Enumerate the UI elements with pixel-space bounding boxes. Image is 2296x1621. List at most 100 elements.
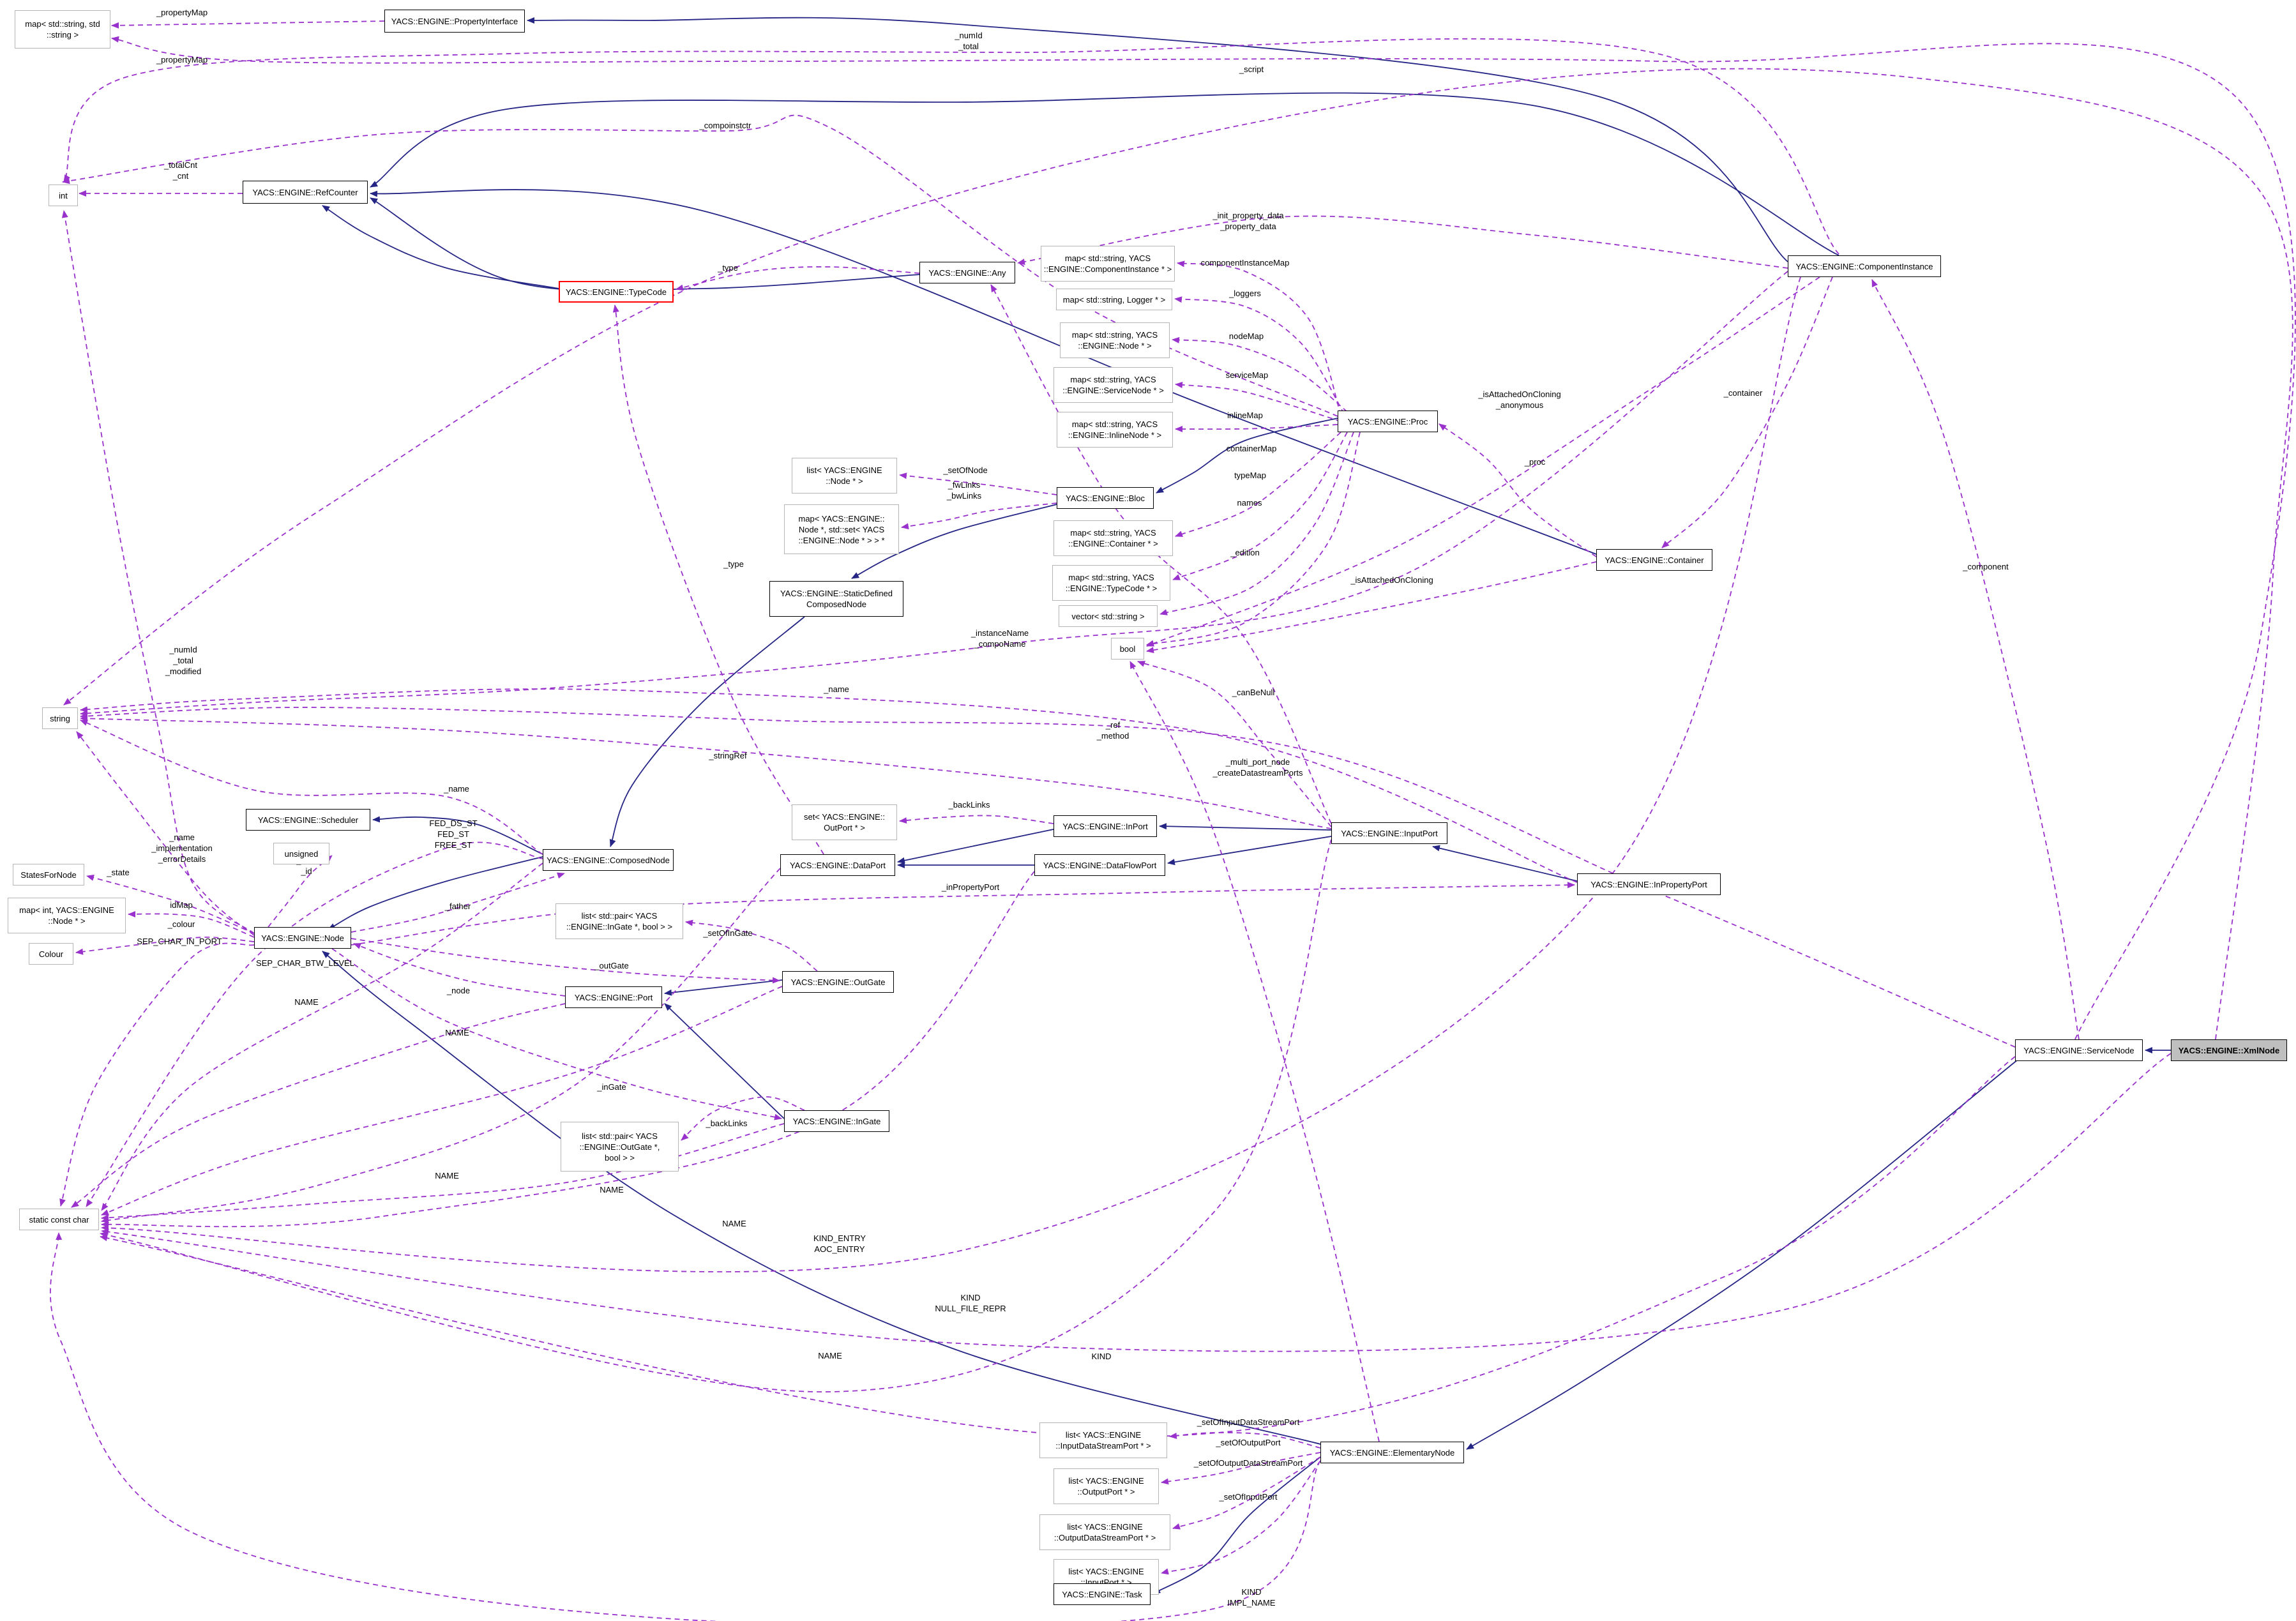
usage-edge <box>80 707 2016 1048</box>
usage-edge <box>681 1096 805 1141</box>
usage-edge <box>676 266 920 291</box>
edge-label: _loggers <box>1228 289 1261 298</box>
class-box-bool: bool <box>1111 638 1144 660</box>
inheritance-edge <box>527 17 1788 262</box>
class-box-unsigned: unsigned <box>273 843 329 864</box>
usage-edge <box>899 472 1057 495</box>
class-box-colour: Colour <box>29 943 73 965</box>
class-box-xmlnode[interactable]: YACS::ENGINE::XmlNode <box>2171 1039 2287 1061</box>
usage-edge <box>612 305 824 855</box>
class-box-sdcn[interactable]: YACS::ENGINE::StaticDefined ComposedNode <box>769 581 903 617</box>
edge-label: _node <box>446 986 470 995</box>
inheritance-edge <box>1466 1059 2018 1450</box>
usage-edge <box>62 114 1338 417</box>
class-box-map_inline: map< std::string, YACS ::ENGINE::InlineN… <box>1057 412 1173 448</box>
class-box-map_container: map< std::string, YACS ::ENGINE::Contain… <box>1054 520 1173 556</box>
edge-label: NAME <box>435 1171 459 1180</box>
class-box-proc[interactable]: YACS::ENGINE::Proc <box>1338 411 1438 432</box>
class-box-dataflowport[interactable]: YACS::ENGINE::DataFlowPort <box>1034 854 1165 876</box>
edge-label: _numId_total <box>954 31 982 51</box>
edge-label: inlineMap <box>1227 411 1263 420</box>
inheritance-edge <box>322 205 559 289</box>
usage-edge <box>1146 276 1820 647</box>
usage-edge <box>1129 661 1380 1442</box>
usage-edge <box>100 839 1332 1392</box>
class-box-set_outport: set< YACS::ENGINE:: OutPort * > <box>792 804 897 840</box>
edge-label: idMap <box>170 900 192 910</box>
inheritance-edge <box>328 856 543 930</box>
usage-edge <box>76 731 255 936</box>
edge-label: _inGate <box>596 1082 626 1092</box>
usage-edge <box>353 943 566 997</box>
edge-label: componentInstanceMap <box>1201 258 1290 268</box>
edge-label: _backLinks <box>705 1119 748 1128</box>
class-box-outgate[interactable]: YACS::ENGINE::OutGate <box>782 971 894 993</box>
edge-label: _setOfOutputDataStreamPort <box>1193 1458 1303 1468</box>
inheritance-edge <box>664 979 783 996</box>
usage-edge <box>351 872 565 933</box>
class-box-task[interactable]: YACS::ENGINE::Task <box>1054 1583 1151 1605</box>
class-box-int: int <box>49 185 78 206</box>
edge-label: _fwLinks_bwLinks <box>946 480 982 501</box>
class-box-propiface[interactable]: YACS::ENGINE::PropertyInterface <box>384 10 525 33</box>
usage-edge <box>1161 1460 1321 1575</box>
edge-label: _setOfOutputPort <box>1215 1438 1281 1447</box>
edge-label: _setOfInputDataStreamPort <box>1197 1417 1300 1427</box>
inheritance-edge <box>664 1003 785 1119</box>
inheritance-edge <box>897 829 1054 864</box>
class-box-port[interactable]: YACS::ENGINE::Port <box>565 986 662 1008</box>
edge-label: NAME <box>722 1219 746 1228</box>
class-box-scheduler[interactable]: YACS::ENGINE::Scheduler <box>246 809 370 831</box>
edge-label: SEP_CHAR_IN_PORT <box>137 937 222 946</box>
edge-label: _setOfNode <box>942 465 987 475</box>
class-box-any[interactable]: YACS::ENGINE::Any <box>919 262 1015 283</box>
usage-edge <box>49 1232 1321 1621</box>
class-box-compinst[interactable]: YACS::ENGINE::ComponentInstance <box>1788 255 1941 277</box>
class-box-typecode[interactable]: YACS::ENGINE::TypeCode <box>559 281 674 303</box>
class-box-node[interactable]: YACS::ENGINE::Node <box>254 927 351 949</box>
class-box-map_node: map< std::string, YACS ::ENGINE::Node * … <box>1060 322 1170 358</box>
class-box-composednode[interactable]: YACS::ENGINE::ComposedNode <box>543 849 674 871</box>
class-box-map_ci: map< std::string, YACS ::ENGINE::Compone… <box>1041 246 1175 282</box>
inheritance-edge <box>322 951 1321 1445</box>
edge-label: _name <box>823 684 849 694</box>
usage-edge <box>101 863 543 1211</box>
class-box-dataport[interactable]: YACS::ENGINE::DataPort <box>780 854 895 876</box>
usage-edge <box>80 720 543 855</box>
edge-label: _propertyMap <box>156 55 208 64</box>
inheritance-edge <box>370 92 1839 256</box>
class-box-inputport[interactable]: YACS::ENGINE::InputPort <box>1331 822 1447 844</box>
usage-edge <box>100 1056 2016 1438</box>
usage-edge <box>101 868 781 1224</box>
usage-edge <box>1177 260 1341 416</box>
usage-edge <box>111 36 2296 1040</box>
class-box-ingate[interactable]: YACS::ENGINE::InGate <box>784 1110 889 1132</box>
class-box-inport[interactable]: YACS::ENGINE::InPort <box>1054 815 1157 837</box>
class-box-list_ingate: list< std::pair< YACS ::ENGINE::InGate *… <box>555 903 683 939</box>
usage-edge <box>899 815 1054 824</box>
edge-label: KIND <box>1091 1352 1111 1361</box>
edge-label: _type <box>723 559 744 569</box>
class-box-refcounter[interactable]: YACS::ENGINE::RefCounter <box>243 181 368 204</box>
usage-edge <box>86 875 255 934</box>
class-box-bloc[interactable]: YACS::ENGINE::Bloc <box>1057 487 1154 509</box>
class-box-scc: static const char <box>19 1209 99 1230</box>
class-box-map_int_node: map< int, YACS::ENGINE ::Node * > <box>8 898 126 933</box>
usage-edge <box>1174 296 1345 414</box>
edge-label: _setOfInGate <box>702 928 752 938</box>
edge-label: _state <box>106 868 129 877</box>
usage-edge <box>75 937 255 955</box>
edge-label: _ref_method <box>1096 720 1129 741</box>
usage-edge <box>1172 432 1348 580</box>
usage-edge <box>1146 561 1597 654</box>
usage-edge <box>101 276 1801 1272</box>
class-box-list_idsp: list< YACS::ENGINE ::InputDataStreamPort… <box>1039 1422 1167 1458</box>
class-box-container[interactable]: YACS::ENGINE::Container <box>1596 549 1712 571</box>
class-box-elementarynode[interactable]: YACS::ENGINE::ElementaryNode <box>1320 1442 1464 1463</box>
class-box-list_outport: list< YACS::ENGINE ::OutputPort * > <box>1054 1468 1159 1504</box>
usage-edge <box>59 942 255 1207</box>
class-box-servicenode[interactable]: YACS::ENGINE::ServiceNode <box>2015 1039 2143 1061</box>
class-box-inpropertyport[interactable]: YACS::ENGINE::InPropertyPort <box>1577 873 1721 895</box>
